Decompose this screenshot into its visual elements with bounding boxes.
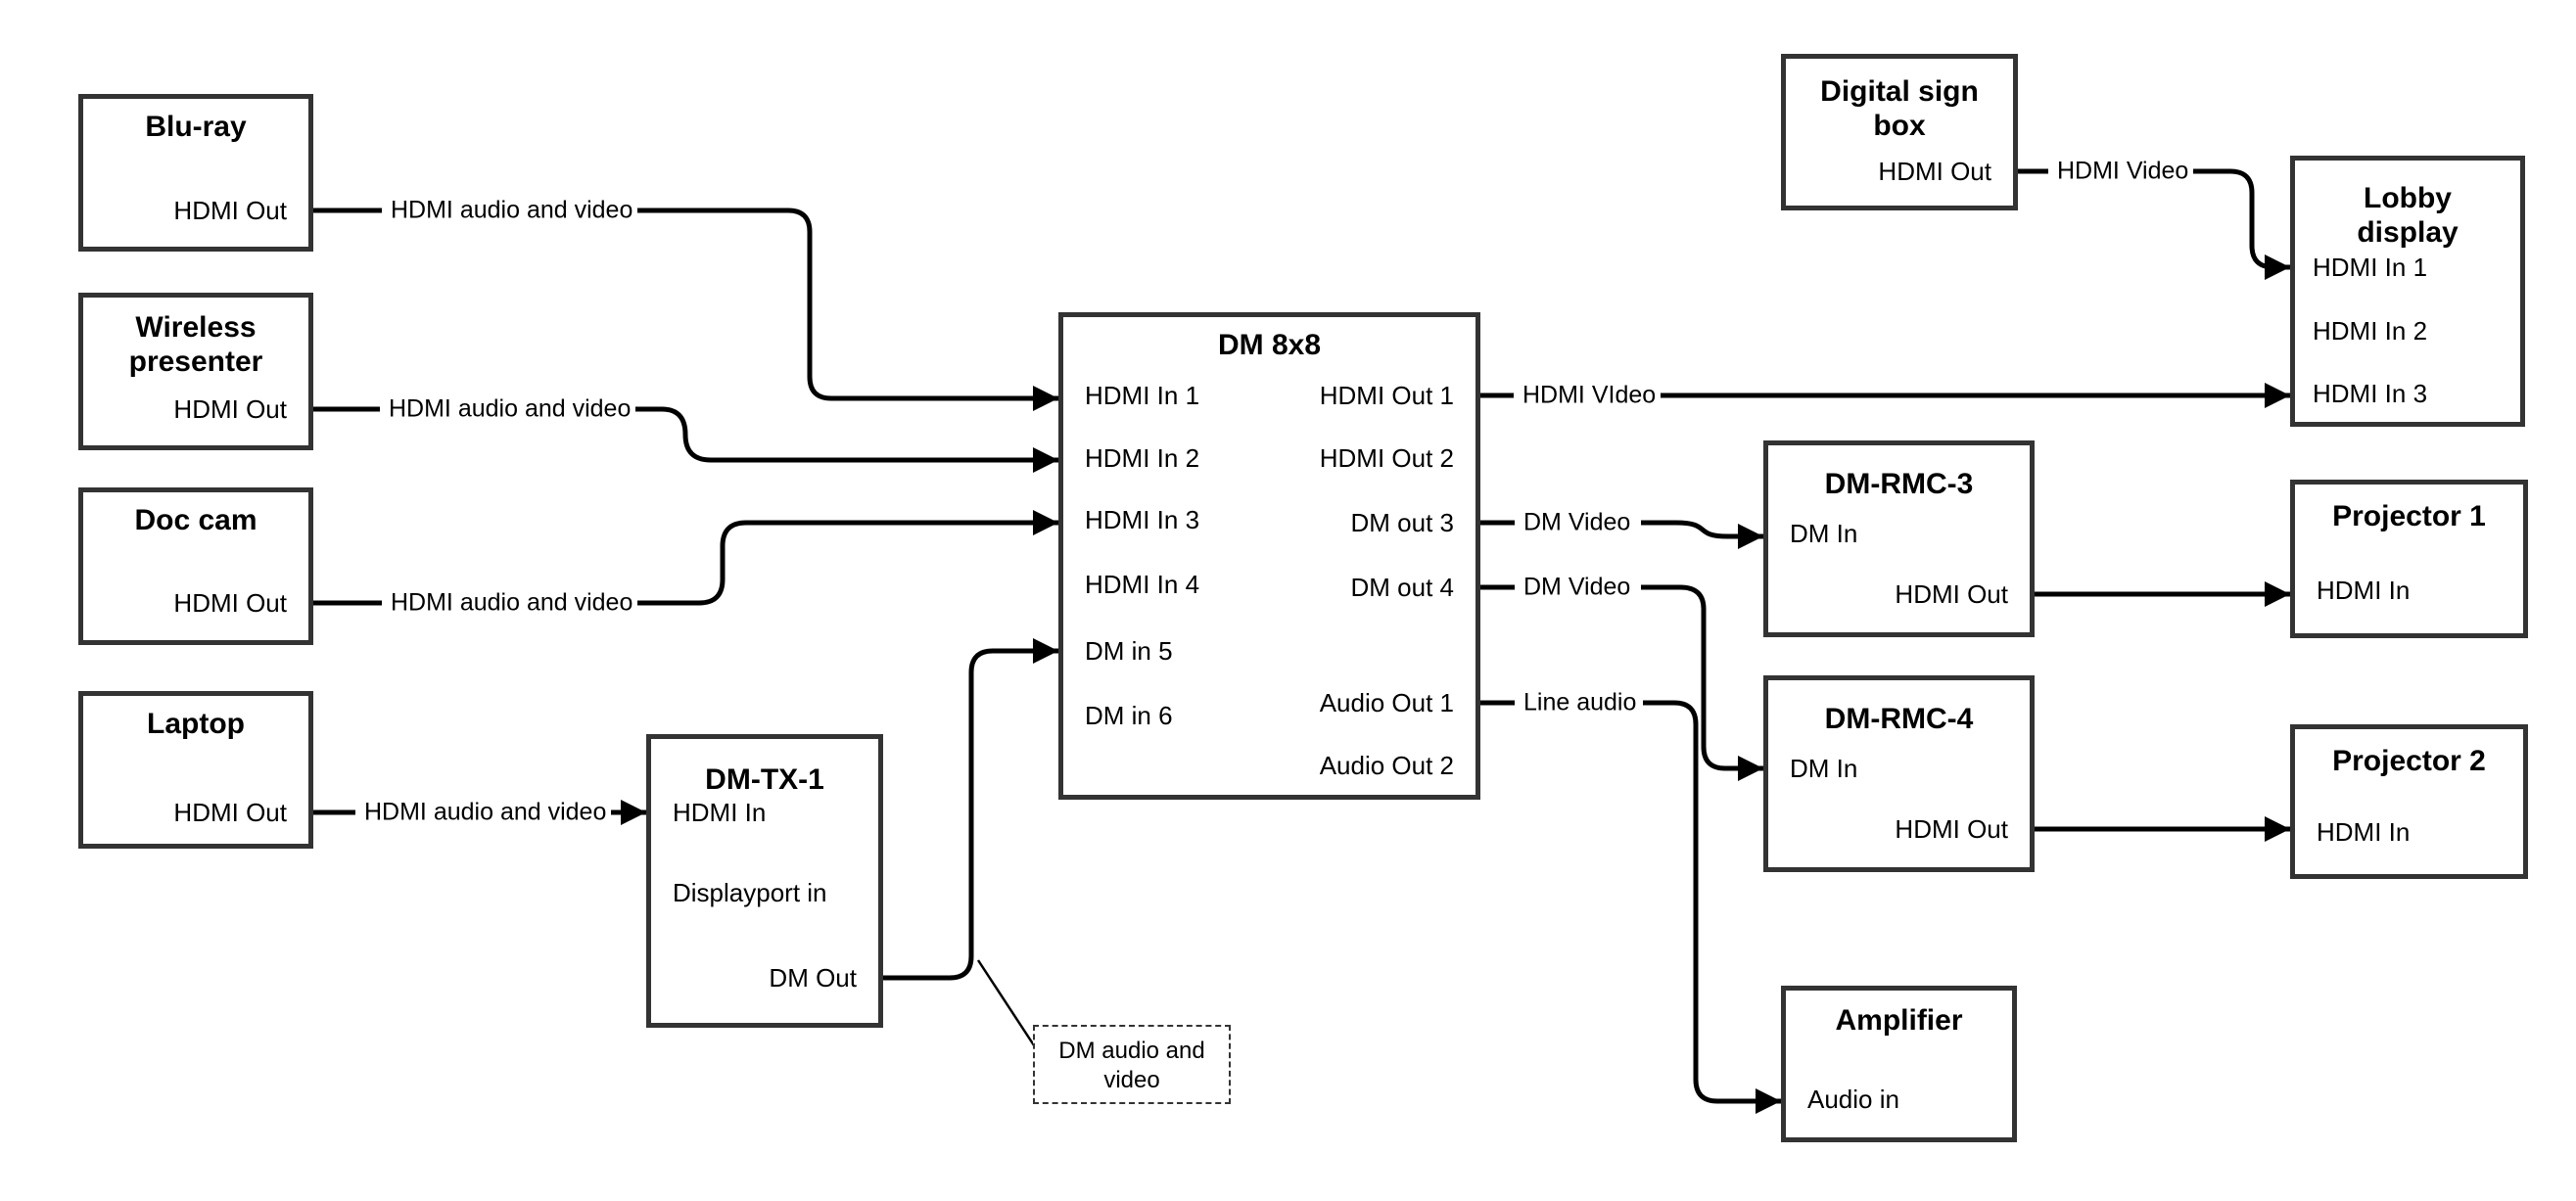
box-amplifier-title: Amplifier	[1835, 1004, 1963, 1037]
box-dmrmc4-title: DM-RMC-4	[1824, 703, 1974, 735]
wire-dmtx1-to-dm8x8-in5	[883, 638, 1058, 981]
lobby-port-hdmi-in-1: HDMI In 1	[2313, 253, 2428, 282]
box-lobby-title: Lobby display	[2295, 161, 2520, 250]
wire-wireless-to-dm8x8-in2	[616, 406, 1058, 473]
box-proj1-title: Projector 1	[2332, 500, 2486, 532]
wire-doccam-to-dm8x8-in3	[619, 510, 1058, 606]
box-projector-2: Projector 2 HDMI In	[2290, 724, 2528, 879]
box-bluray-title: Blu-ray	[145, 111, 247, 143]
box-wireless-title-line2: presenter	[128, 346, 263, 378]
dmrmc3-port-hdmi-out: HDMI Out	[1895, 579, 2008, 609]
bluray-port-hdmi-out: HDMI Out	[173, 196, 287, 225]
box-dm-rmc-4: DM-RMC-4 DM In HDMI Out	[1763, 675, 2035, 872]
dm8x8-port-audio-out-2: Audio Out 2	[1319, 751, 1454, 780]
box-proj2-title: Projector 2	[2332, 745, 2486, 777]
dm8x8-port-hdmi-in-3: HDMI In 3	[1085, 505, 1200, 534]
box-lobby-title-line1: Lobby	[2364, 182, 2452, 214]
dm8x8-port-hdmi-in-1: HDMI In 1	[1085, 381, 1200, 410]
dmrmc4-port-hdmi-out: HDMI Out	[1895, 814, 2008, 844]
callout-line2: video	[1103, 1067, 1160, 1093]
box-dm-8x8: DM 8x8 HDMI In 1 HDMI In 2 HDMI In 3 HDM…	[1058, 312, 1480, 800]
dm8x8-port-audio-out-1: Audio Out 1	[1319, 688, 1454, 717]
dm8x8-port-dm-out-3: DM out 3	[1350, 508, 1455, 537]
box-dmrmc3-title: DM-RMC-3	[1824, 468, 1974, 500]
wire-out4-to-dmrmc4	[1641, 584, 1763, 781]
box-wireless-presenter: Wireless presenter HDMI Out	[78, 293, 313, 450]
dm8x8-port-dm-in-6: DM in 6	[1085, 701, 1173, 730]
callout-line1: DM audio and	[1058, 1038, 1205, 1064]
laptop-port-hdmi-out: HDMI Out	[173, 798, 287, 827]
dm8x8-port-hdmi-in-4: HDMI In 4	[1085, 570, 1200, 599]
dm8x8-port-hdmi-out-1: HDMI Out 1	[1319, 381, 1454, 410]
dmtx1-port-hdmi-in: HDMI In	[673, 798, 767, 827]
dm8x8-port-dm-out-4: DM out 4	[1350, 573, 1455, 602]
box-wireless-title: Wireless presenter	[83, 298, 308, 379]
wire-label-wireless-av: HDMI audio and video	[384, 396, 636, 422]
dmtx1-port-displayport-in: Displayport in	[673, 878, 827, 907]
box-amplifier: Amplifier Audio in	[1781, 986, 2017, 1142]
digitalsign-port-hdmi-out: HDMI Out	[1878, 157, 1991, 186]
wire-out3-to-dmrmc3	[1641, 520, 1763, 549]
box-digitalsign-title-line1: Digital sign	[1820, 75, 1979, 108]
lobby-port-hdmi-in-3: HDMI In 3	[2313, 379, 2428, 408]
proj1-port-hdmi-in: HDMI In	[2317, 576, 2411, 605]
dmtx1-port-dm-out: DM Out	[769, 963, 857, 993]
box-digitalsign-title-line2: box	[1873, 110, 1926, 142]
box-laptop: Laptop HDMI Out	[78, 691, 313, 849]
box-digital-sign: Digital sign box HDMI Out	[1781, 54, 2018, 210]
wire-audio1-to-amplifier	[1643, 700, 1781, 1114]
box-doccam-title: Doc cam	[134, 504, 258, 536]
box-lobby-display: Lobby display HDMI In 1 HDMI In 2 HDMI I…	[2290, 156, 2525, 427]
box-lobby-title-line2: display	[2357, 216, 2459, 249]
dmrmc3-port-dm-in: DM In	[1790, 519, 1858, 548]
wire-label-dm-video-4: DM Video	[1519, 575, 1636, 600]
wire-label-bluray-av: HDMI audio and video	[386, 198, 638, 223]
lobby-port-hdmi-in-2: HDMI In 2	[2313, 316, 2428, 346]
wire-label-hdmi-video-sign: HDMI Video	[2052, 159, 2194, 184]
box-dm-tx-1: DM-TX-1 HDMI In Displayport in DM Out	[646, 734, 883, 1028]
box-digitalsign-title: Digital sign box	[1786, 59, 2013, 143]
wireless-port-hdmi-out: HDMI Out	[173, 394, 287, 424]
callout-dm-audio-video: DM audio and video	[1033, 1025, 1231, 1104]
box-bluray: Blu-ray HDMI Out	[78, 94, 313, 252]
box-doc-cam: Doc cam HDMI Out	[78, 487, 313, 645]
wire-bluray-to-dm8x8-in1	[621, 208, 1058, 411]
wire-label-laptop-av: HDMI audio and video	[359, 800, 612, 825]
box-wireless-title-line1: Wireless	[135, 311, 257, 344]
box-laptop-title: Laptop	[147, 708, 245, 740]
box-dmtx1-title: DM-TX-1	[705, 763, 824, 796]
doccam-port-hdmi-out: HDMI Out	[173, 588, 287, 618]
amplifier-port-audio-in: Audio in	[1807, 1085, 1899, 1114]
wire-label-dm-video-3: DM Video	[1519, 510, 1636, 535]
box-projector-1: Projector 1 HDMI In	[2290, 480, 2528, 638]
wire-label-doccam-av: HDMI audio and video	[386, 590, 638, 616]
wire-digitalsign-to-lobby-in1	[2183, 168, 2290, 280]
wire-label-hdmi-video-out1: HDMI VIdeo	[1518, 383, 1662, 408]
dm8x8-port-dm-in-5: DM in 5	[1085, 636, 1173, 666]
callout-leader-line	[976, 959, 1036, 1046]
box-dm8x8-title: DM 8x8	[1217, 329, 1322, 361]
box-dm-rmc-3: DM-RMC-3 DM In HDMI Out	[1763, 440, 2035, 637]
dmrmc4-port-dm-in: DM In	[1790, 754, 1858, 783]
wire-label-line-audio: Line audio	[1519, 690, 1642, 716]
proj2-port-hdmi-in: HDMI In	[2317, 817, 2411, 847]
dm8x8-port-hdmi-in-2: HDMI In 2	[1085, 443, 1200, 473]
dm8x8-port-hdmi-out-2: HDMI Out 2	[1319, 443, 1454, 473]
